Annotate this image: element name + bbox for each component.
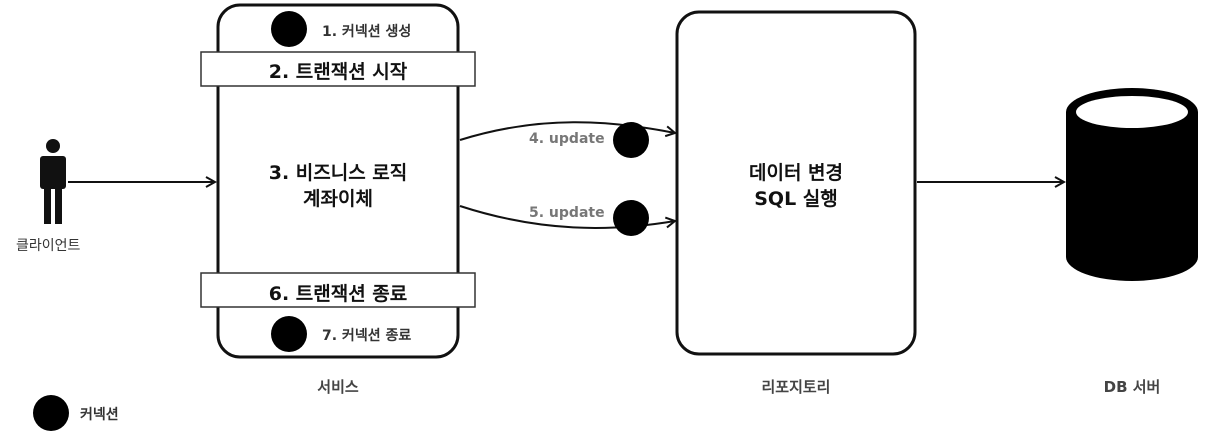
update-5-label: 5. update	[529, 205, 605, 221]
update-5-connection-dot	[613, 200, 649, 236]
database-cylinder-icon	[1066, 88, 1198, 281]
transaction-end-bar	[200, 272, 476, 308]
legend-connection-dot	[33, 395, 69, 431]
repository-box	[675, 10, 917, 356]
step-3-business-logic: 3. 비즈니스 로직	[268, 162, 408, 184]
connection-create-dot	[271, 11, 307, 47]
update-4-connection-dot	[613, 122, 649, 158]
repository-label: 리포지토리	[761, 378, 831, 396]
step-7-connection-close: 7. 커넥션 종료	[322, 328, 412, 344]
connection-close-dot	[271, 316, 307, 352]
repository-data-change: 데이터 변경	[748, 162, 843, 184]
repository-sql-execute: SQL 실행	[754, 188, 838, 210]
update-4-arrow	[459, 121, 675, 141]
client-person-icon	[40, 139, 66, 224]
db-server-label: DB 서버	[1103, 378, 1161, 396]
update-4-label: 4. update	[529, 131, 605, 147]
transaction-start-bar	[200, 51, 476, 87]
update-5-arrow	[459, 205, 675, 229]
step-1-connection-create: 1. 커넥션 생성	[322, 24, 412, 40]
client-label: 클라이언트	[16, 238, 81, 254]
service-label: 서비스	[317, 378, 359, 396]
legend-connection-label: 커넥션	[80, 407, 119, 423]
step-6-transaction-end: 6. 트랜잭션 종료	[268, 283, 408, 305]
step-3-account-transfer: 계좌이체	[303, 188, 373, 210]
service-box	[216, 3, 460, 359]
step-2-transaction-start: 2. 트랜잭션 시작	[268, 61, 408, 83]
